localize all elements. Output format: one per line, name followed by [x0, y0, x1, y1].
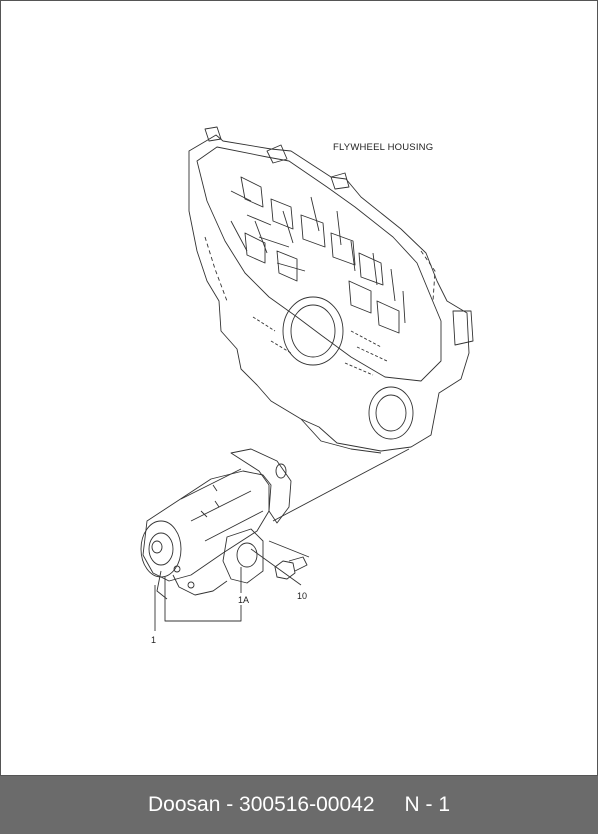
callout-10: 10: [297, 591, 308, 601]
callout-1: 1: [151, 635, 157, 645]
leader-housing: [272, 448, 410, 522]
footer-bar: Doosan - 300516-00042 N - 1: [0, 776, 598, 834]
footer-page-number: N - 1: [404, 793, 451, 816]
starter-motor: [140, 448, 292, 600]
exploded-parts-drawing: [140, 126, 474, 631]
flywheel-housing: [188, 126, 474, 454]
footer-part-number: Doosan - 300516-00042: [147, 793, 375, 816]
callout-1a: 1A: [238, 595, 250, 605]
flywheel-housing-label: FLYWHEEL HOUSING: [333, 142, 434, 153]
bolt-part-10: [274, 556, 308, 580]
diagram-frame: FLYWHEEL HOUSING 10 1A 1: [0, 0, 598, 776]
